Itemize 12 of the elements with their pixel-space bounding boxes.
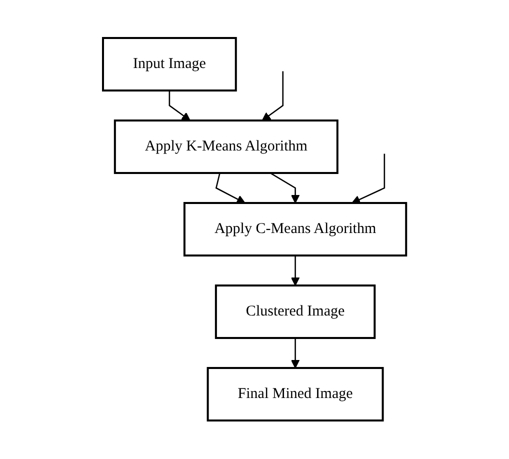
arrow: [168, 90, 190, 122]
arrow: [290, 338, 300, 369]
node-box: Apply C-Means Algorithm: [183, 202, 408, 257]
arrow: [215, 173, 246, 204]
node-box: Input Image: [102, 37, 237, 92]
node-box: Final Mined Image: [206, 367, 384, 422]
arrow: [352, 154, 385, 204]
arrow: [270, 172, 300, 204]
node-box: Clustered Image: [214, 284, 376, 340]
arrow: [290, 256, 300, 286]
arrow: [262, 72, 284, 122]
node-box: Apply K-Means Algorithm: [114, 120, 338, 174]
